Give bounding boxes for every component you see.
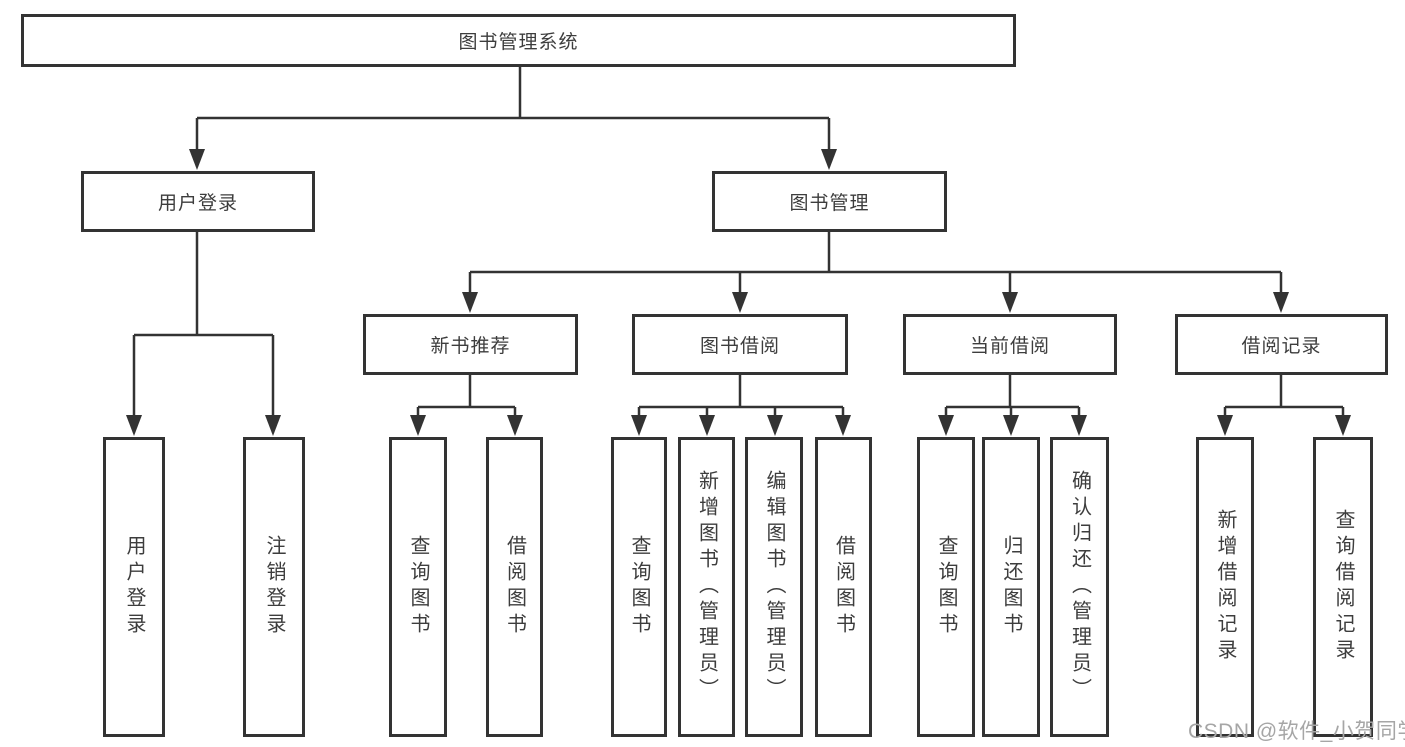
node-new-book-recommend: 新书推荐: [363, 314, 578, 375]
leaf-query-books-recommend: 查询图书: [389, 437, 447, 737]
leaf-borrow-books-recommend: 借阅图书: [486, 437, 543, 737]
arrow-icon: [1002, 292, 1018, 313]
node-label: 新增借阅记录: [1214, 509, 1236, 665]
connector-borrow-records-split: [1223, 375, 1345, 418]
arrow-icon: [1071, 415, 1087, 436]
node-label: 确认归还（管理员）: [1068, 470, 1091, 704]
connector-user-login-split: [132, 232, 275, 418]
node-label: 新书推荐: [430, 336, 511, 357]
node-user-login: 用户登录: [81, 171, 315, 232]
node-label: 图书管理: [789, 193, 870, 214]
arrow-icon: [265, 415, 281, 436]
node-label: 当前借阅: [969, 336, 1050, 357]
leaf-logout: 注销登录: [243, 437, 305, 737]
connector-book-mgmt-split: [468, 232, 1283, 295]
node-label: 注销登录: [263, 535, 285, 639]
node-label: 图书管理系统: [458, 32, 579, 53]
leaf-query-books-borrowing: 查询图书: [611, 437, 667, 737]
node-current-borrowing: 当前借阅: [903, 314, 1117, 375]
node-label: 查询借阅记录: [1332, 509, 1354, 665]
node-book-management: 图书管理: [712, 171, 947, 232]
arrow-icon: [1335, 415, 1351, 436]
arrow-icon: [507, 415, 523, 436]
node-label: 查询图书: [407, 535, 429, 639]
arrow-icon: [126, 415, 142, 436]
arrow-icon: [821, 149, 837, 170]
arrow-icon: [699, 415, 715, 436]
arrow-icon: [1273, 292, 1289, 313]
leaf-query-books-current: 查询图书: [917, 437, 975, 737]
csdn-watermark: CSDN @软件_小贺同学: [1188, 720, 1405, 743]
arrow-icon: [631, 415, 647, 436]
node-library-system: 图书管理系统: [21, 14, 1016, 67]
arrow-icon: [189, 149, 205, 170]
node-label: 图书借阅: [699, 336, 780, 357]
leaf-user-login: 用户登录: [103, 437, 165, 737]
arrow-icon: [1003, 415, 1019, 436]
node-label: 用户登录: [123, 535, 145, 639]
node-book-borrowing: 图书借阅: [632, 314, 848, 375]
node-label: 借阅图书: [832, 535, 855, 639]
node-label: 借阅图书: [503, 535, 526, 639]
arrow-icon: [835, 415, 851, 436]
leaf-add-borrow-record: 新增借阅记录: [1196, 437, 1254, 737]
leaf-query-borrow-record: 查询借阅记录: [1313, 437, 1373, 737]
connector-root-split: [195, 67, 831, 151]
arrow-icon: [462, 292, 478, 313]
node-label: 查询图书: [628, 535, 650, 639]
arrow-icon: [938, 415, 954, 436]
leaf-confirm-return-admin: 确认归还（管理员）: [1050, 437, 1109, 737]
leaf-add-books-admin: 新增图书（管理员）: [678, 437, 735, 737]
node-label: 归还图书: [1000, 535, 1022, 639]
arrow-icon: [410, 415, 426, 436]
connector-book-borrow-split: [637, 375, 845, 418]
node-label: 用户登录: [157, 193, 238, 214]
node-label: 新增图书（管理员）: [695, 470, 718, 704]
node-borrowing-records: 借阅记录: [1175, 314, 1388, 375]
arrow-icon: [767, 415, 783, 436]
arrow-icon: [1217, 415, 1233, 436]
node-label: 编辑图书（管理员）: [763, 470, 785, 704]
node-label: 借阅记录: [1241, 336, 1322, 357]
connector-current-borrow-split: [944, 375, 1081, 418]
node-label: 查询图书: [935, 535, 957, 639]
leaf-edit-books-admin: 编辑图书（管理员）: [745, 437, 803, 737]
leaf-return-books: 归还图书: [982, 437, 1040, 737]
connector-new-book-split: [416, 375, 517, 418]
leaf-borrow-books: 借阅图书: [815, 437, 872, 737]
arrow-icon: [732, 292, 748, 313]
